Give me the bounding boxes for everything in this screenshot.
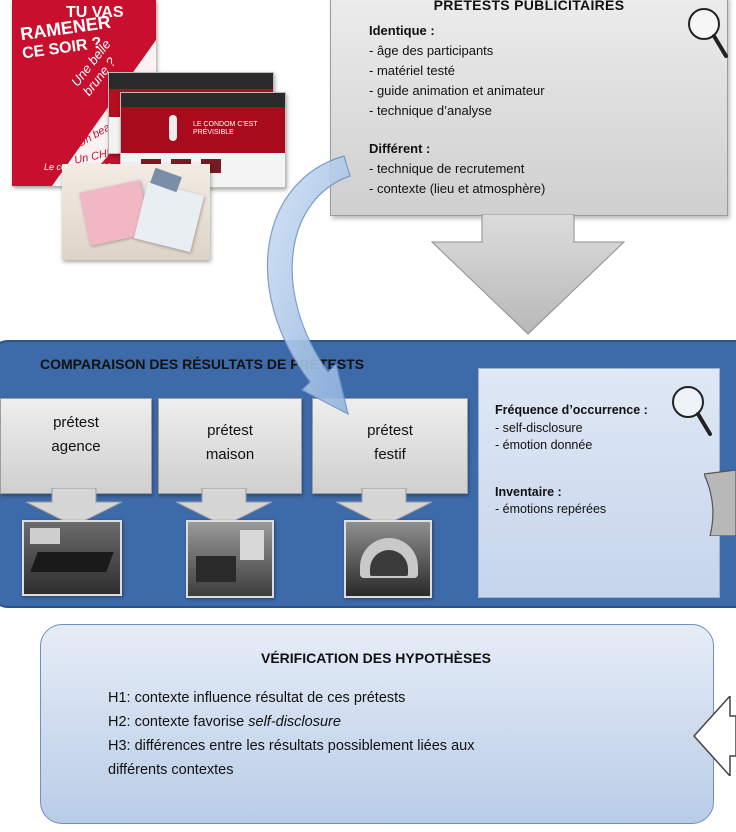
pretests-title: PRÉTESTS PUBLICITAIRES <box>433 0 625 13</box>
pretests-body: Identique : - âge des participants - mat… <box>369 21 545 199</box>
identique-item: - matériel testé <box>369 63 455 78</box>
festif-tent-photo <box>344 520 432 598</box>
different-label: Différent : <box>369 141 431 156</box>
different-item: - technique de recrutement <box>369 161 525 176</box>
agence-room-photo <box>22 520 122 596</box>
product-photo <box>62 164 210 260</box>
hypothesis-3-cont: différents contextes <box>108 762 234 778</box>
magnifier-icon <box>672 386 712 436</box>
pretest-context: agence <box>51 438 101 455</box>
identique-item: - âge des participants <box>369 43 494 58</box>
identique-item: - guide animation et animateur <box>369 83 545 98</box>
maison-room-photo <box>186 520 274 598</box>
small-arrows <box>25 488 433 527</box>
hypothesis-1: H1: contexte influence résultat de ces p… <box>108 690 406 706</box>
freq-item: - self-disclosure <box>495 421 583 435</box>
different-item: - contexte (lieu et atmosphère) <box>369 181 546 196</box>
down-arrow-icon <box>430 214 626 335</box>
pretest-label: prétest <box>367 422 413 439</box>
pretest-maison-box: prétest maison <box>158 398 302 494</box>
hypothesis-2-prefix: H2: contexte favorise <box>108 714 249 730</box>
verification-title: VÉRIFICATION DES HYPOTHÈSES <box>261 650 491 666</box>
inventaire-label: Inventaire : <box>495 485 562 499</box>
freq-item: - émotion donnée <box>495 438 593 452</box>
pretest-agence-box: prétest agence <box>0 398 152 494</box>
small-down-arrow-icon <box>335 488 433 527</box>
hypothesis-2-term: self-disclosure <box>248 714 341 730</box>
freq-label: Fréquence d’occurrence : <box>495 403 648 417</box>
pretest-context: festif <box>374 446 406 463</box>
hypothesis-3: H3: différences entre les résultats poss… <box>108 738 475 754</box>
pretest-context: maison <box>205 446 255 463</box>
identique-label: Identique : <box>369 23 435 38</box>
pretest-label: prétest <box>207 422 253 439</box>
left-arrow-icon <box>692 696 736 776</box>
identique-item: - technique d’analyse <box>369 103 492 118</box>
magnifier-icon <box>688 8 728 58</box>
side-tab-icon <box>704 470 736 536</box>
website-headline: LE CONDOM C’EST PRÉVISIBLE <box>193 121 258 136</box>
pretests-box: PRÉTESTS PUBLICITAIRES Identique : - âge… <box>330 0 728 216</box>
curved-arrow-icon <box>267 155 351 416</box>
inventaire-item: - émotions repérées <box>495 502 607 516</box>
hypothesis-2: H2: contexte favorise self-disclosure <box>108 712 341 732</box>
comparaison-title: COMPARAISON DES RÉSULTATS DE PRÉTESTS <box>40 356 365 372</box>
poster-line1: TU VAS <box>66 4 124 21</box>
small-down-arrow-icon <box>25 488 123 527</box>
small-down-arrow-icon <box>175 488 273 527</box>
pretest-label: prétest <box>53 414 99 431</box>
pretest-festif-box: prétest festif <box>312 398 468 494</box>
